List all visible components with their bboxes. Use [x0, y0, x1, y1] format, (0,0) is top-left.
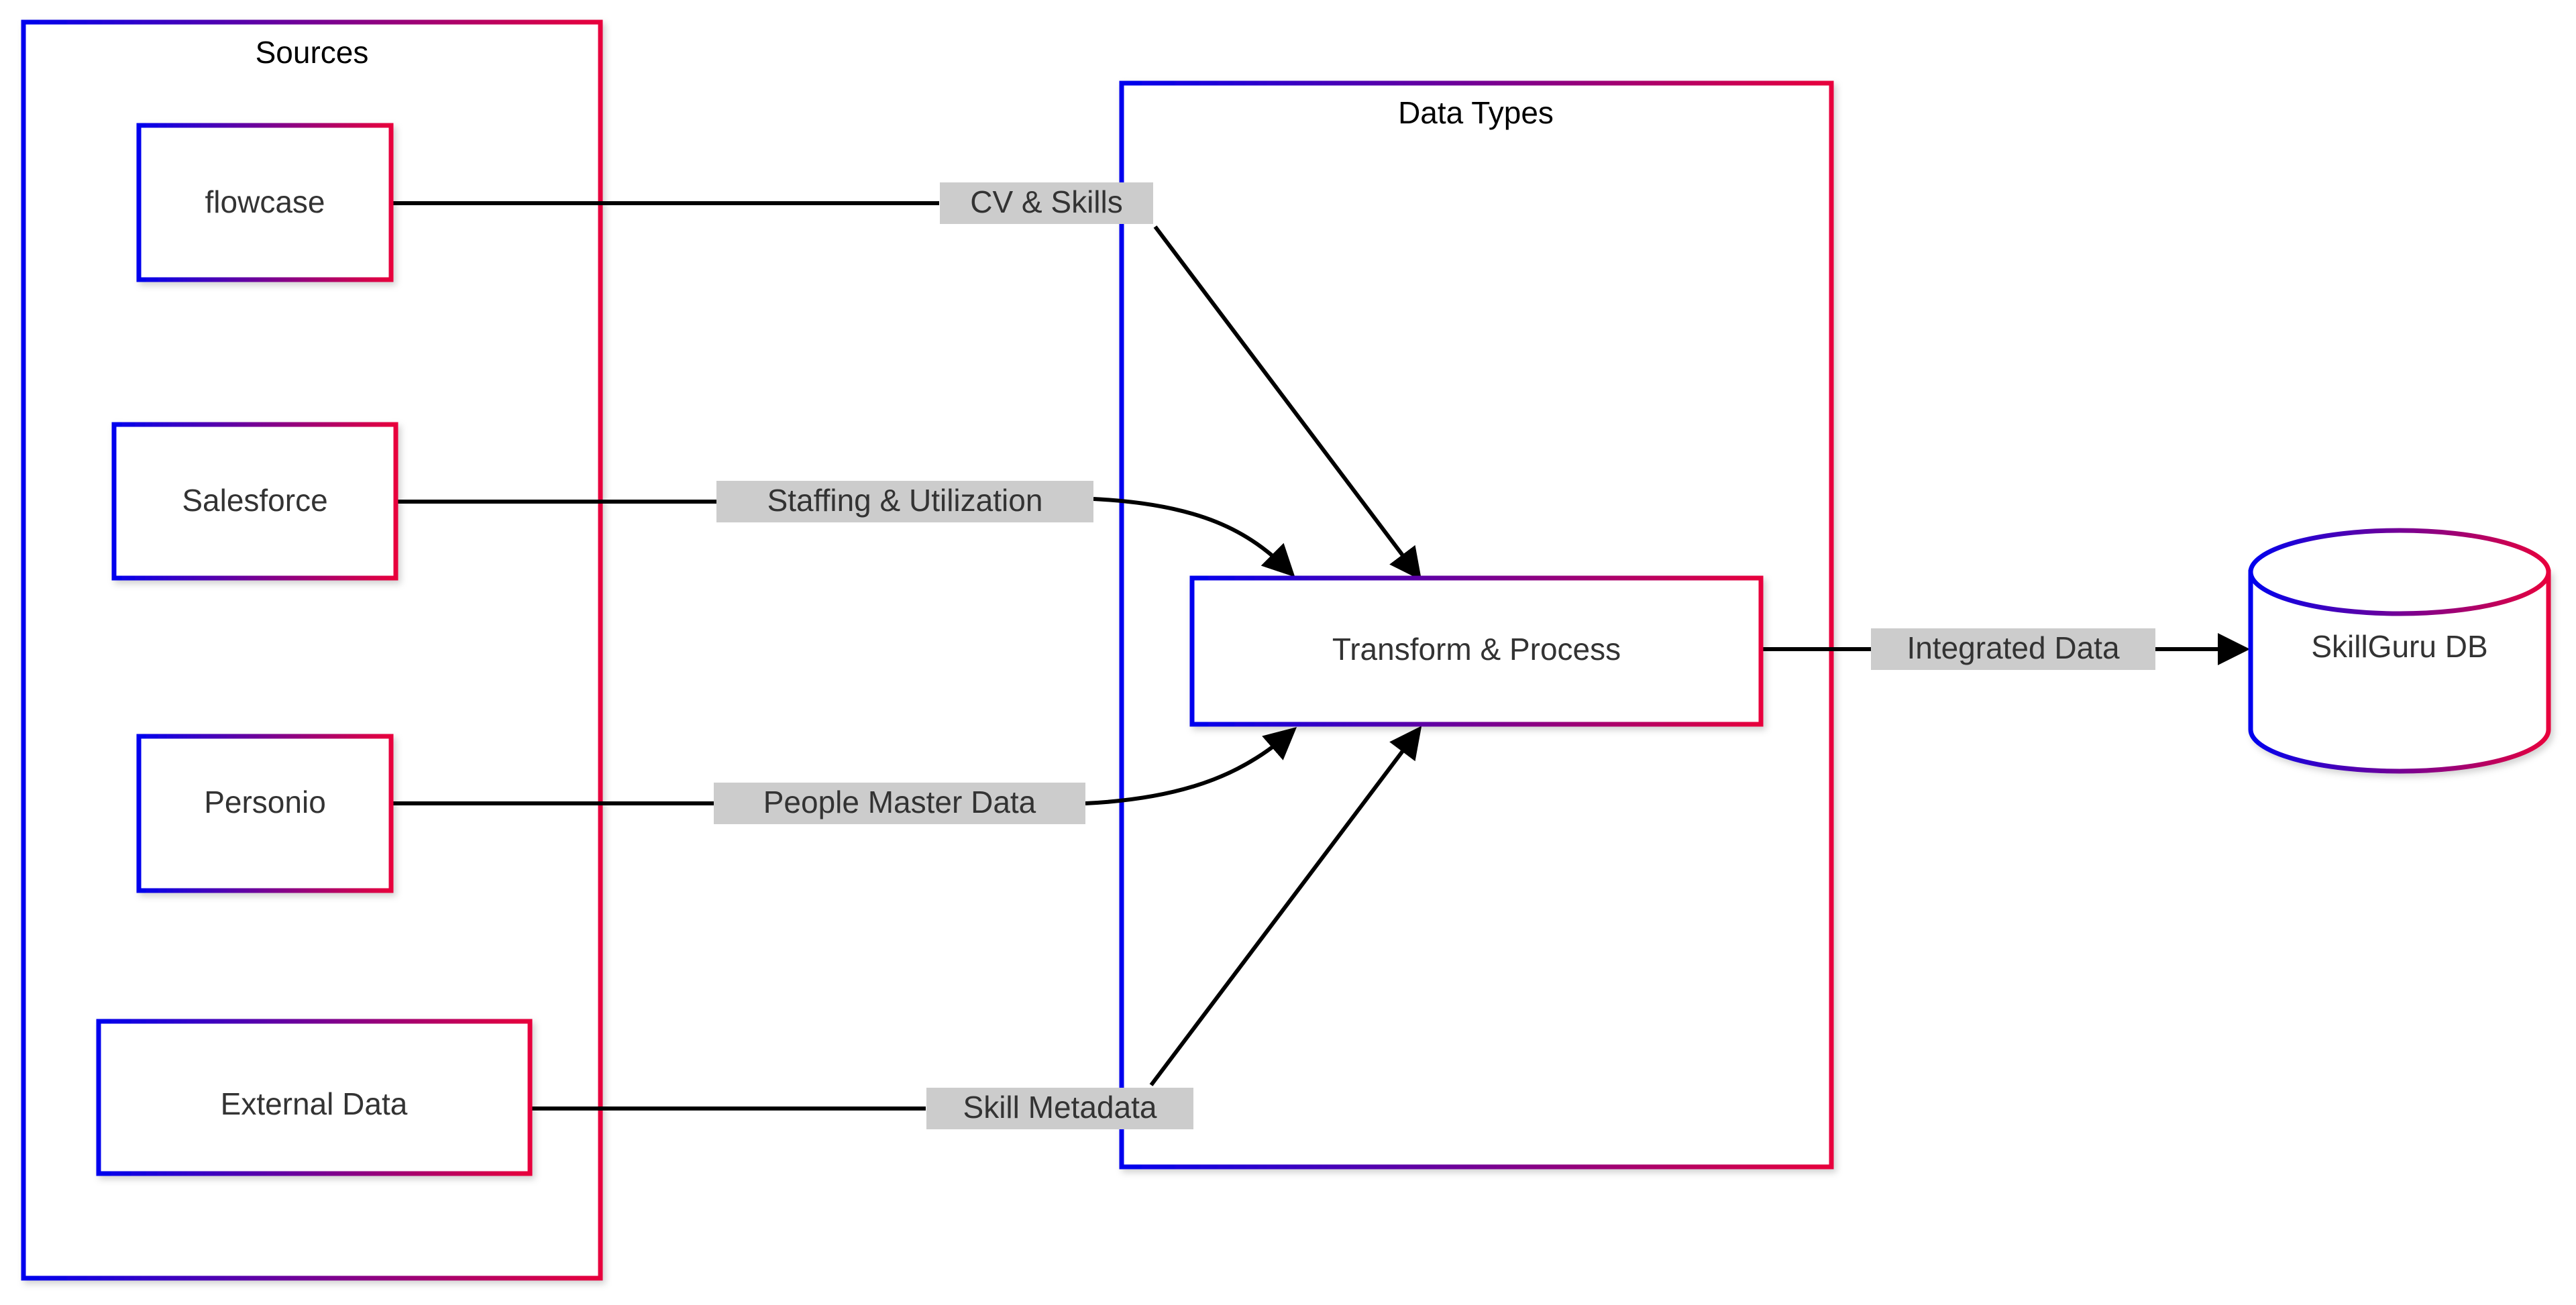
edge-skill-metadata-segment-out	[1149, 726, 1422, 1086]
node-transform-process-box	[1189, 575, 1764, 727]
node-salesforce-label: Salesforce	[182, 483, 327, 518]
edge-label-staffing-utilization-text: Staffing & Utilization	[767, 483, 1043, 518]
node-skillguru-db-cylinder-top	[2248, 528, 2551, 616]
node-flowcase[interactable]: flowcase	[136, 123, 394, 282]
edge-label-integrated-data-bg	[1871, 628, 2155, 670]
node-personio-label: Personio	[204, 785, 326, 819]
edge-label-integrated-data-text: Integrated Data	[1907, 630, 2120, 665]
edge-label-staffing-utilization-bg	[716, 481, 1093, 522]
edge-label-cv-skills-bg	[940, 182, 1153, 224]
edge-people-master-data-segment-out	[1085, 727, 1297, 805]
edge-label-skill-metadata-text: Skill Metadata	[963, 1090, 1157, 1125]
node-external-data[interactable]: External Data	[96, 1019, 533, 1176]
cluster-sources-label: Sources	[256, 35, 369, 70]
node-external-data-label: External Data	[221, 1086, 408, 1121]
edge-label-people-master-data-text: People Master Data	[763, 785, 1036, 819]
edge-label-cv-skills-text: CV & Skills	[970, 184, 1122, 219]
cluster-data-types-label: Data Types	[1398, 95, 1554, 130]
node-skillguru-db-cylinder-body	[2248, 569, 2551, 774]
node-personio[interactable]: Personio	[136, 734, 394, 893]
edge-label-skill-metadata: Skill Metadata	[926, 1088, 1193, 1129]
node-personio-box	[136, 734, 394, 893]
node-transform-process-label: Transform & Process	[1332, 632, 1621, 667]
node-salesforce-box	[111, 422, 398, 581]
node-flowcase-box	[136, 123, 394, 282]
edge-staffing-utilization-segment-out	[1093, 497, 1295, 577]
edge-label-people-master-data-bg	[714, 783, 1085, 824]
edge-label-cv-skills: CV & Skills	[940, 182, 1153, 224]
node-flowcase-label: flowcase	[205, 184, 325, 219]
edge-label-people-master-data: People Master Data	[714, 783, 1085, 824]
node-salesforce[interactable]: Salesforce	[111, 422, 398, 581]
edge-label-integrated-data: Integrated Data	[1871, 628, 2155, 670]
node-skillguru-db-label: SkillGuru DB	[2311, 629, 2487, 664]
node-skillguru-db[interactable]: SkillGuru DB	[2248, 528, 2551, 774]
node-external-data-box	[96, 1019, 533, 1176]
edge-label-skill-metadata-bg	[926, 1088, 1193, 1129]
node-transform-process[interactable]: Transform & Process	[1189, 575, 1764, 727]
edge-cv-skills-segment-out	[1153, 225, 1422, 581]
edge-layer	[391, 201, 2250, 1111]
edge-label-staffing-utilization: Staffing & Utilization	[716, 481, 1093, 522]
